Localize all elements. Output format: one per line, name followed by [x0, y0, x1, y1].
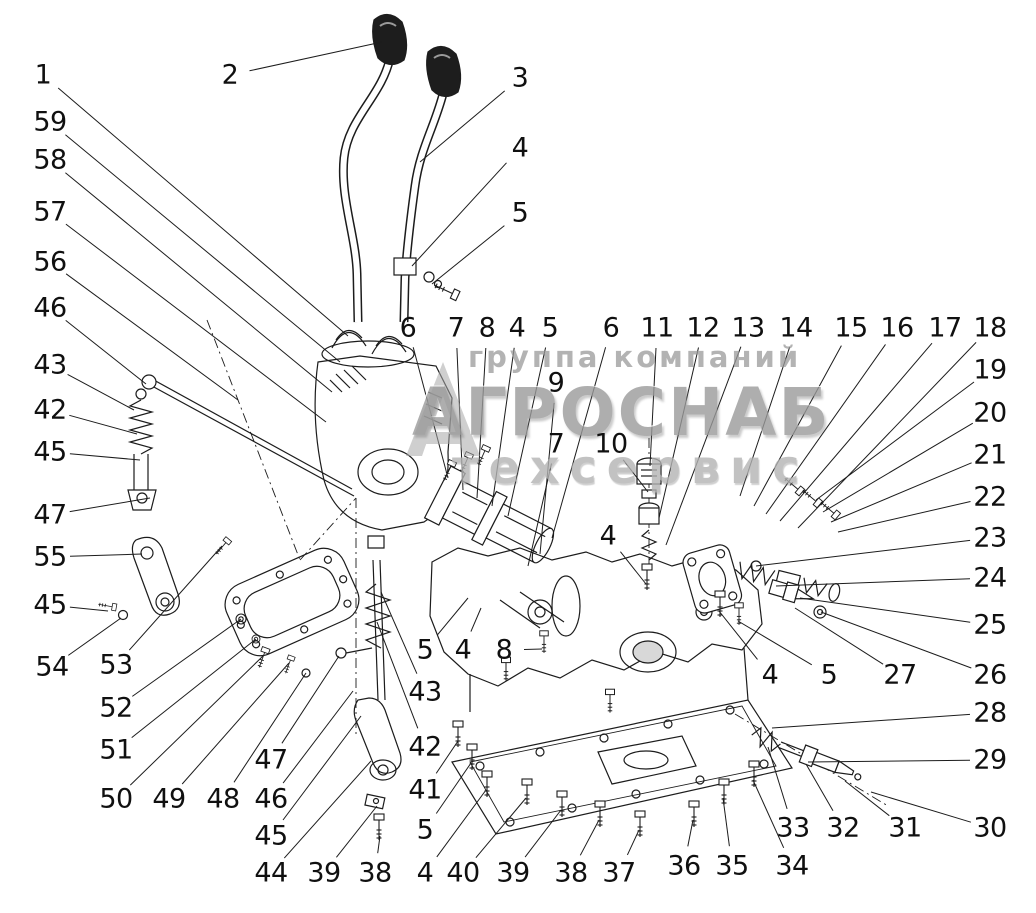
- main-housing: [429, 547, 763, 712]
- gear-lever-right: [393, 45, 462, 323]
- release-lever: [131, 536, 180, 616]
- cover-plate: [224, 547, 360, 657]
- pressure-valve: [768, 579, 816, 604]
- relief-fitting: [751, 726, 862, 781]
- gear-lever-left: [338, 13, 408, 323]
- left-spring-link: [97, 388, 157, 621]
- bottom-plate: [451, 699, 793, 835]
- breather-assembly: [636, 457, 662, 561]
- cover-plate-fasteners: [212, 536, 311, 678]
- link-rod: [141, 374, 355, 497]
- lever-boots: [321, 329, 415, 368]
- lever-knob-icon: [372, 13, 408, 66]
- lever-knob-icon: [426, 45, 462, 98]
- vertical-link: [335, 535, 402, 841]
